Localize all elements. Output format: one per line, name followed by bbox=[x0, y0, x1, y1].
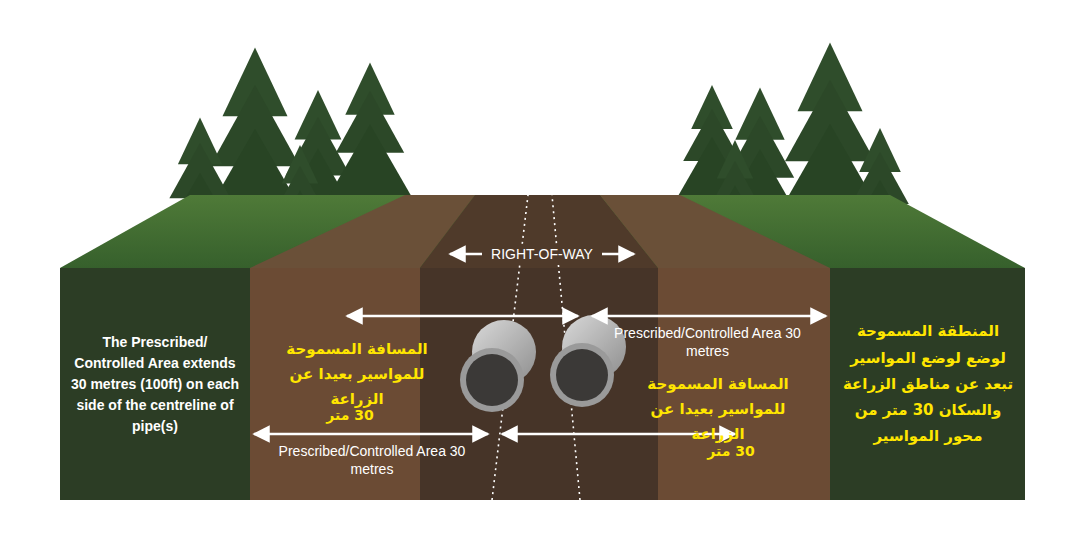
ground-surface bbox=[60, 195, 1025, 268]
arabic-label: 30 متر bbox=[300, 406, 400, 424]
dimension-label: RIGHT-OF-WAY bbox=[482, 245, 602, 263]
arabic-label: 30 متر bbox=[681, 442, 781, 460]
panel-text: المنطقة المسموحة لوضع لوضع المواسير تبعد… bbox=[832, 318, 1024, 449]
dimension-label: Prescribed/Controlled Area 30 metres bbox=[272, 442, 472, 478]
panel-text: The Prescribed/ Controlled Area extends … bbox=[62, 332, 248, 437]
controlled-area-top-right bbox=[600, 195, 830, 268]
pipe-left bbox=[460, 320, 536, 412]
right-of-way-band bbox=[420, 268, 658, 500]
arabic-label: المسافة المسموحة للمواسير بعيدا عن الزرا… bbox=[622, 372, 814, 446]
right-panel-band bbox=[830, 268, 1025, 500]
panel-band: المنطقة المسموحة لوضع لوضع المواسير تبعد… bbox=[832, 270, 1024, 498]
dimension-label: Prescribed/Controlled Area 30 metres bbox=[610, 324, 805, 360]
arabic-label: المسافة المسموحة للمواسير بعيدا عن الزرا… bbox=[262, 337, 452, 411]
panel-band: The Prescribed/ Controlled Area extends … bbox=[62, 270, 248, 498]
left-panel-band bbox=[60, 268, 250, 500]
controlled-band-left bbox=[250, 268, 420, 500]
